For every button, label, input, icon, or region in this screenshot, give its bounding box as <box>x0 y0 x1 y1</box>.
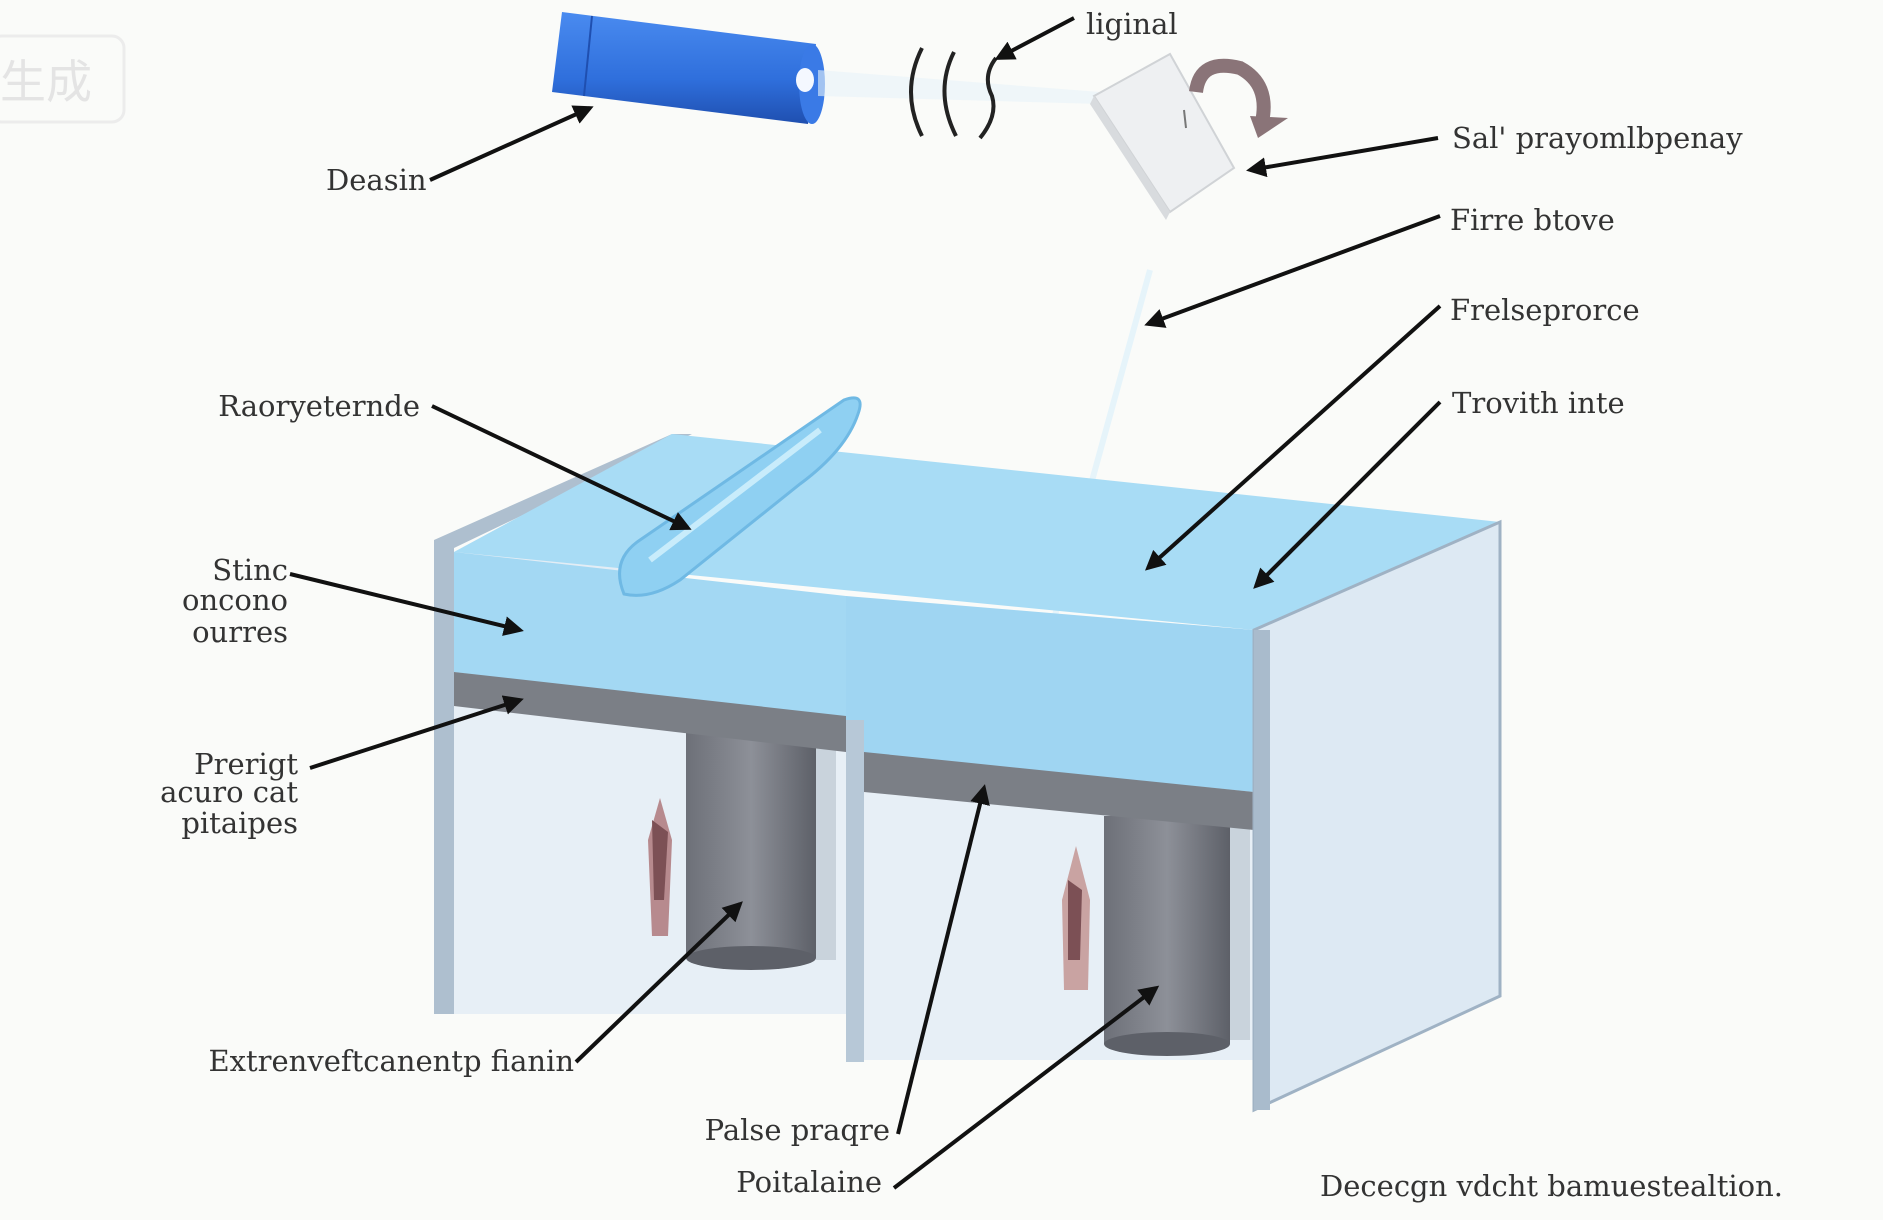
liquid-front-left <box>454 552 846 720</box>
label-liginal: liginal <box>1086 7 1178 41</box>
callout-arrows <box>289 16 1442 1190</box>
blade-left <box>648 798 672 936</box>
label-trovith: Trovith inte <box>1452 386 1625 420</box>
right-wall-edge <box>1254 630 1270 1110</box>
label-prerigt-2: acuro cat <box>160 775 298 809</box>
build-plate-left <box>454 672 846 752</box>
arrow-poital <box>892 985 1160 1190</box>
arrow-stinc <box>289 572 524 636</box>
arrow-prerigt <box>309 695 524 770</box>
arrow-firre <box>1144 214 1441 328</box>
mirror-box-icon <box>1090 52 1288 220</box>
watermark: 生成 <box>0 34 126 124</box>
printed-part <box>618 396 862 597</box>
right-pillar <box>1104 816 1250 1056</box>
label-raory: Raoryeternde <box>218 389 420 423</box>
build-plate-right <box>864 752 1254 830</box>
arrow-raory <box>431 404 692 531</box>
caption: Dececgn vdcht bamuestealtion. <box>1320 1169 1783 1203</box>
label-palse: Palse praqre <box>705 1113 890 1147</box>
label-stinc-2: oncono <box>182 583 288 617</box>
signal-waves-icon <box>909 47 998 140</box>
arrow-liginal <box>994 16 1075 60</box>
label-frelse: Frelseprorce <box>1450 293 1640 327</box>
laser-cylinder-icon <box>552 12 1100 124</box>
arrow-sal <box>1246 136 1439 178</box>
arrow-palse <box>896 784 990 1135</box>
liquid-surface <box>454 434 1500 630</box>
label-sal: Sal' prayomlbpenay <box>1452 121 1743 155</box>
left-pillar <box>686 732 836 970</box>
blade-right <box>1062 846 1090 990</box>
label-stinc-3: ourres <box>192 615 288 649</box>
label-stinc-1: Stinc <box>212 553 288 587</box>
label-extren: Extrenveftcanentp fianin <box>208 1044 574 1078</box>
middle-divider <box>846 720 864 1062</box>
arrow-deasin <box>429 105 594 182</box>
label-prerigt-3: pitaipes <box>181 806 298 840</box>
label-deasin: Deasin <box>326 163 427 197</box>
label-prerigt-1: Prerigt <box>194 747 298 781</box>
label-poital: Poitalaine <box>736 1165 882 1199</box>
watermark-text: 生成 <box>0 55 92 109</box>
liquid-front-right <box>846 596 1254 792</box>
arrow-extren <box>574 901 743 1064</box>
arrow-frelse <box>1145 304 1442 571</box>
label-firre: Firre btove <box>1450 203 1615 237</box>
arrow-trovith <box>1253 400 1442 589</box>
